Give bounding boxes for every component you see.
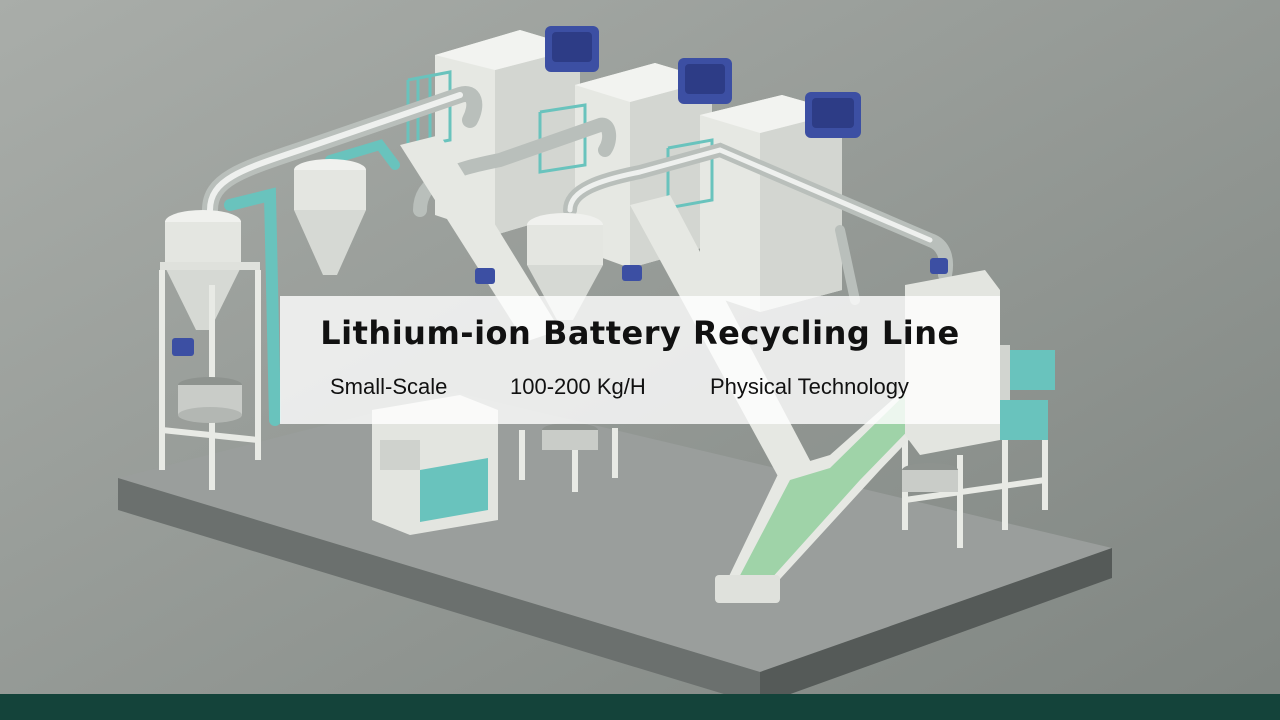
tag-scale: Small-Scale — [330, 374, 448, 399]
cyclone-1 — [160, 210, 260, 330]
crusher-unit — [372, 395, 498, 535]
tag-capacity: 100-200 Kg/H — [510, 374, 646, 399]
platform — [118, 392, 1112, 705]
footer-bar — [0, 694, 1280, 720]
title-banner: Lithium-ion Battery Recycling Line Small… — [280, 296, 1000, 424]
cyclone-3 — [527, 213, 603, 320]
dust-collector-towers — [435, 30, 842, 312]
teal-piping — [224, 139, 400, 426]
tag-technology: Physical Technology — [710, 374, 909, 399]
fan-blower-icon — [545, 26, 861, 138]
cyclone-2 — [294, 159, 366, 275]
banner-title: Lithium-ion Battery Recycling Line — [320, 314, 960, 352]
machine-frames — [159, 270, 1048, 548]
motors — [172, 258, 948, 356]
cyclone-separator-icon — [160, 159, 603, 330]
vibrating-sieves — [178, 377, 958, 492]
